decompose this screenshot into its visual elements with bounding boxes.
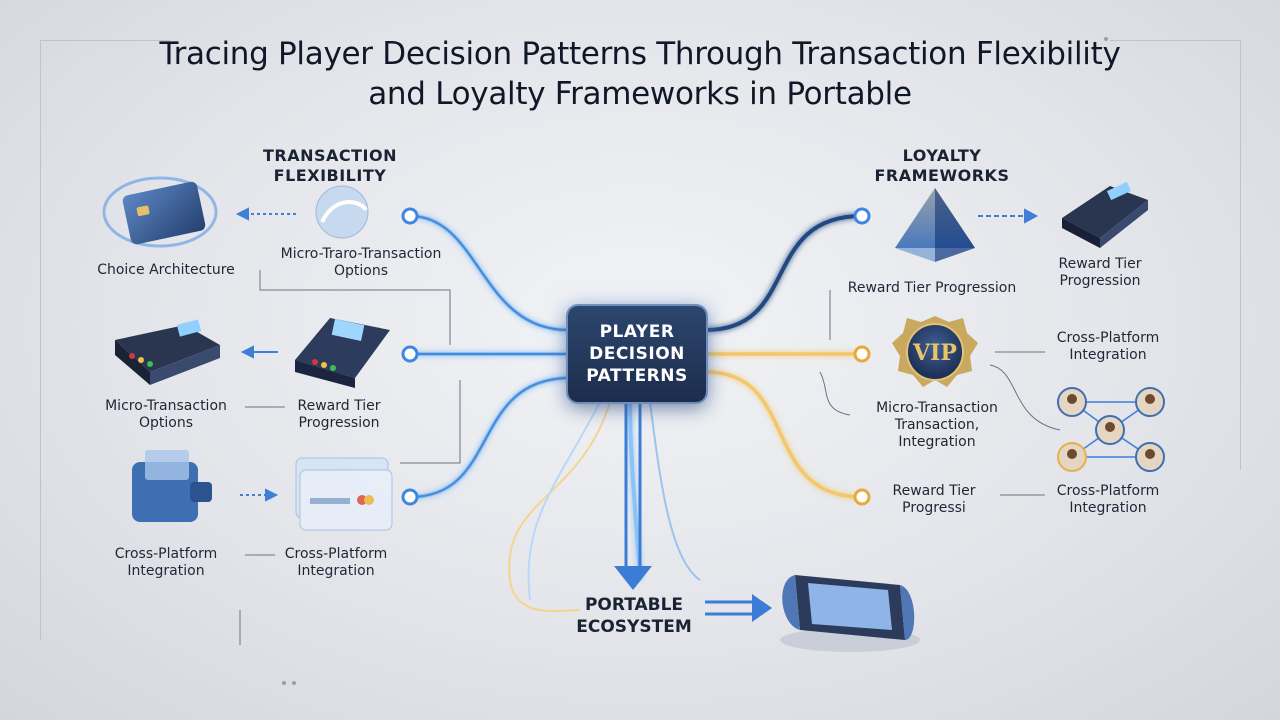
wallet-icon (132, 450, 212, 522)
frame-top-line (40, 40, 170, 41)
handheld-console-icon (780, 575, 920, 652)
frame-left-line (40, 40, 41, 640)
card-reader-icon (295, 318, 390, 388)
loyalty-frameworks-title: LOYALTY FRAMEWORKS (874, 146, 1010, 185)
pyramid-icon (895, 188, 975, 262)
cross-platform-left-b-label: Cross-Platform Integration (284, 546, 388, 579)
cross-platform-right-b-label: Cross-Platform Integration (1056, 483, 1160, 516)
reward-tier-right-a-label: Reward Tier Progression (847, 280, 1017, 296)
payment-terminal-icon (115, 319, 220, 385)
choice-architecture-label: Choice Architecture (97, 262, 235, 278)
pos-terminal-icon (1062, 181, 1148, 248)
right-wire-group (705, 352, 863, 499)
vip-badge-text: VIP (913, 340, 957, 366)
reward-tier-left-label: Reward Tier Progression (297, 398, 381, 431)
page-title: Tracing Player Decision Patterns Through… (159, 36, 1121, 112)
reward-tier-right-b-label: Reward Tier Progression (1058, 256, 1142, 289)
cross-platform-right-a-label: Cross-Platform Integration (1056, 330, 1160, 363)
vip-badge-icon (892, 316, 978, 387)
micro-traro-label: Micro-Traro-Transaction Options (280, 246, 442, 279)
portable-ecosystem-label: PORTABLE ECOSYSTEM (576, 595, 692, 637)
orb-icon (315, 185, 369, 239)
down-arrow (624, 402, 642, 570)
player-decision-hub[interactable]: PLAYER DECISION PATTERNS (568, 306, 706, 402)
credit-card-icon (102, 176, 218, 248)
cross-platform-left-a-label: Cross-Platform Integration (114, 546, 218, 579)
reward-tier-right-c-label: Reward Tier Progressi (892, 483, 976, 516)
micro-transaction-left-label: Micro-Transaction Options (105, 398, 227, 431)
transaction-flexibility-title: TRANSACTION FLEXIBILITY (262, 146, 397, 185)
glass-cards-icon (295, 457, 393, 531)
micro-transaction-right-label: Micro-Transaction Transaction, Integrati… (876, 400, 998, 450)
frame-right-line (1240, 40, 1241, 470)
hub-label: PLAYER DECISION PATTERNS (586, 322, 688, 386)
wire-nodes (401, 207, 871, 506)
frame-right-top-line (1110, 40, 1240, 41)
avatar-nodes (1057, 387, 1165, 472)
